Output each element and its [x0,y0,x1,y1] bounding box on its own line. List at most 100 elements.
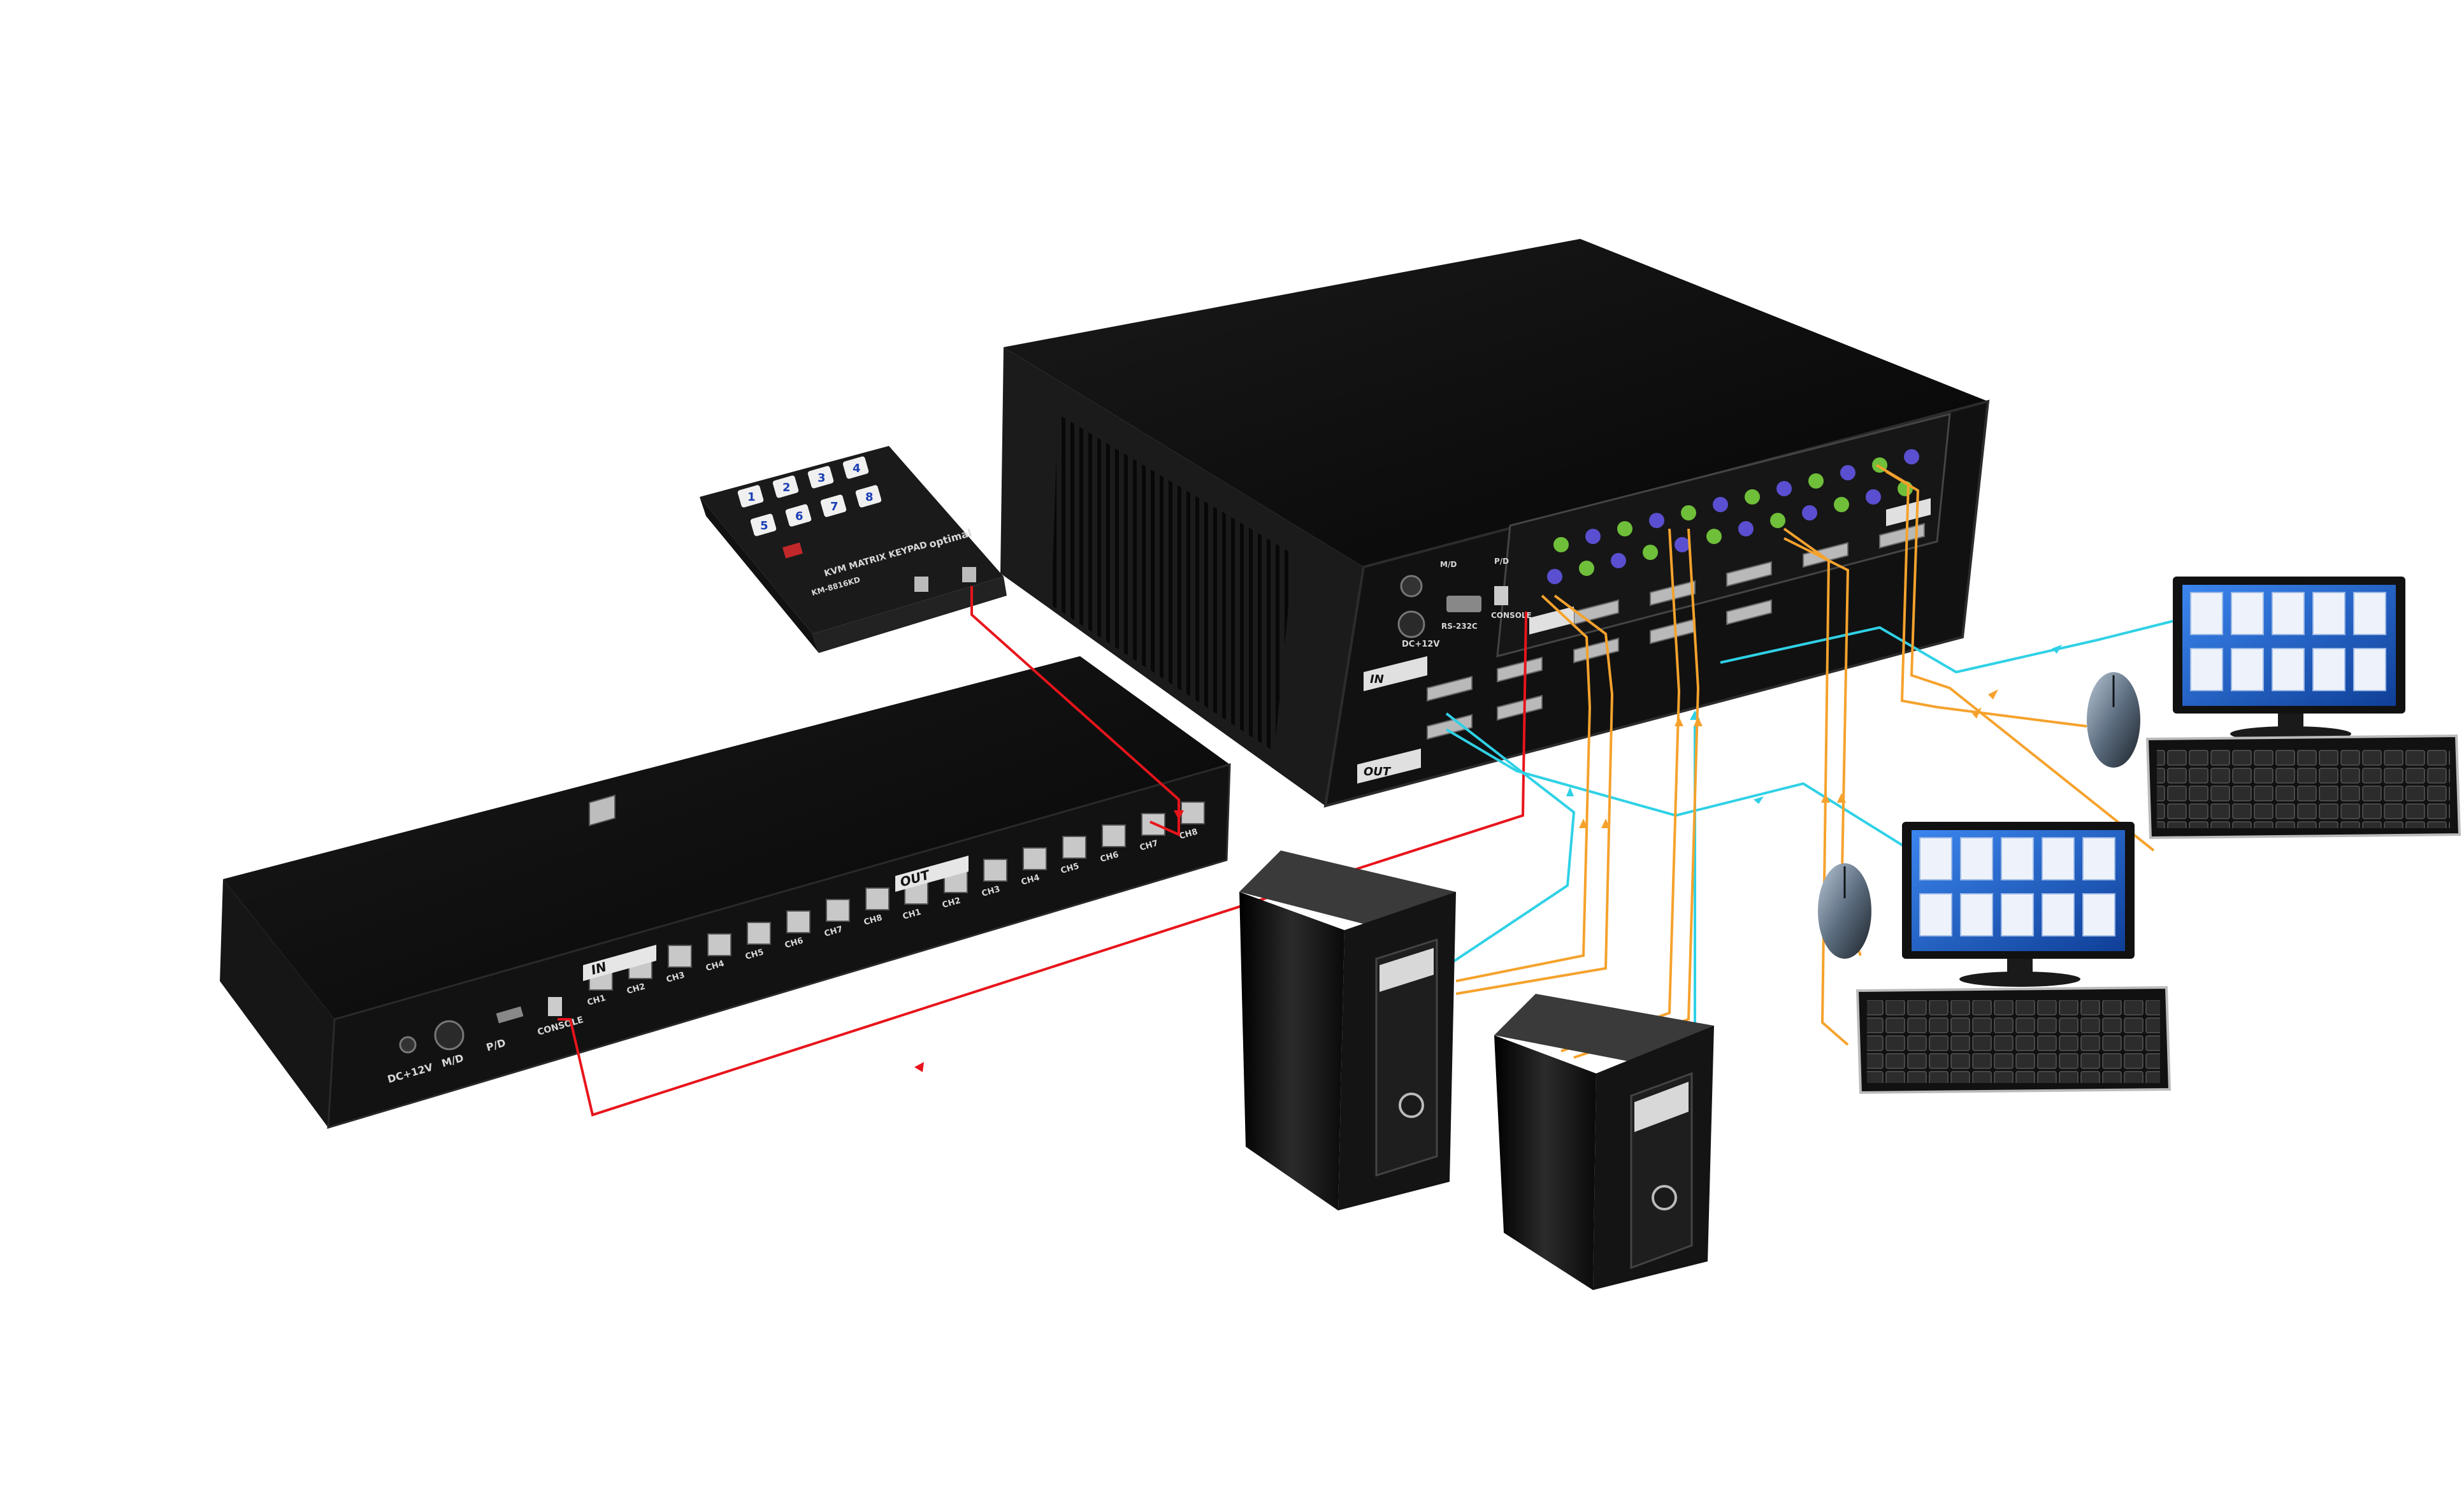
monitor-window-tiles [1919,837,2115,936]
matrix-console-port [1494,586,1508,605]
mouse-1 [2087,672,2140,768]
window-tile [2042,893,2075,936]
rj45-port [1062,836,1086,859]
window-tile [1960,837,1993,880]
keypad-key[interactable] [772,475,799,499]
extender-power-button-icon [434,1020,465,1051]
keypad-left-side [700,497,819,653]
arrow-icon [1988,689,1998,699]
window-tile [2231,648,2264,691]
extender-in-port-row [589,887,890,991]
keypad-console-port [914,577,928,592]
window-tile [2231,592,2264,635]
keypad-key[interactable] [785,504,812,527]
keyboard-2 [1855,986,2172,1094]
arrow-icon [1694,717,1703,726]
arrow-icon [1579,819,1588,828]
keypad-key[interactable] [807,466,834,489]
window-tile [2272,648,2305,691]
monitor-1 [2173,577,2405,742]
keypad-key[interactable] [855,485,882,508]
keypad-key[interactable] [842,456,869,480]
rj45-port [707,933,731,956]
keypad-power-led [782,542,803,559]
extender-md-port [496,1006,524,1024]
keyboard-1 [2145,734,2461,840]
matrix-in-label: IN [1370,673,1384,686]
monitor-window-tiles [2190,592,2386,691]
keypad-key-label: 3 [818,471,826,485]
keypad-key[interactable] [820,494,847,518]
window-tile [2190,648,2223,691]
keypad-port [962,567,976,582]
pc-drive-bay-icon [1634,1082,1689,1132]
arrow-icon [1754,796,1764,804]
pc-power-button-icon [1399,1093,1424,1118]
window-tile [2312,592,2345,635]
extender-dc-jack-icon [399,1036,417,1054]
window-tile [2082,837,2115,880]
mouse1-usb-cable [1875,464,2087,728]
matrix-top [1004,239,1988,567]
matrix-out-tag [1357,749,1421,784]
arrow-icon [1174,810,1184,820]
arrow-icon [914,1062,924,1072]
matrix-pd-label: P/D [1494,557,1509,566]
matrix-dc-jack-icon [1400,575,1423,598]
pc1-video-cable [1445,712,1576,963]
console-cables [558,586,1527,1117]
arrow-icon [1675,717,1683,726]
extender-in-tag [583,945,656,981]
window-tile [1919,893,1952,936]
arrow-icon [1566,787,1574,796]
rj45-port [1023,847,1047,870]
keypad-key[interactable] [737,485,764,508]
keypad-front [812,577,1007,653]
kvm-matrix-switch: DC+12V RS-232C CONSOLE M/D P/D IN OUT [1000,239,1990,808]
keypad-key[interactable] [750,513,777,537]
keypad-key-label: 8 [865,491,874,504]
pc-side [1239,892,1344,1210]
matrix-out-label: OUT [1364,765,1392,778]
matrix-rs232-label: RS-232C [1441,622,1478,631]
matrix-card-area [1496,413,1951,657]
window-tile [2001,893,2034,936]
matrix-vents [1051,414,1293,752]
extender-top [223,656,1230,1019]
keypad-key-label: 6 [795,510,803,523]
mouse-icon [1818,863,1871,959]
window-tile [2353,592,2386,635]
kvm-matrix-keypad: 1 2 3 4 5 6 7 8 KVM MATRIX KEYPAD optima… [700,446,1007,653]
extender-front-panel [327,763,1231,1130]
arrow-icon [1972,707,1982,719]
pc-front-panel [1375,938,1438,1177]
window-tile [2272,592,2305,635]
extender-out-port-row [904,801,1205,905]
rj45-port [668,945,692,968]
matrix-md-label: M/D [1440,560,1457,569]
matrix-power-button-icon [1397,610,1425,638]
keypad-key-label: 7 [830,500,839,513]
arrow-icon [1601,819,1610,828]
rj45-port [865,887,890,910]
mouse-icon [2087,672,2140,768]
extender-to-matrix-cable [558,611,1527,1117]
keypad-key-label: 2 [782,481,791,494]
keyboard-keys [1867,1000,2160,1083]
rj45-port [1102,824,1126,847]
keypad-key-label: 5 [760,519,768,533]
keypad-to-extender-cable [970,586,1180,837]
window-tile [2042,837,2075,880]
rj45-port [786,910,811,933]
arrow-icon [2052,645,2062,654]
keypad-keys: 1 2 3 4 5 6 7 8 [737,456,882,537]
keyboard-keys [2157,749,2450,828]
window-tile [1960,893,1993,936]
extender-left-side [220,879,335,1128]
monitor-stand [1959,972,2080,987]
extender-out-tag [895,856,969,892]
pc-side [1494,1035,1596,1290]
pc-power-button-icon [1652,1185,1677,1210]
